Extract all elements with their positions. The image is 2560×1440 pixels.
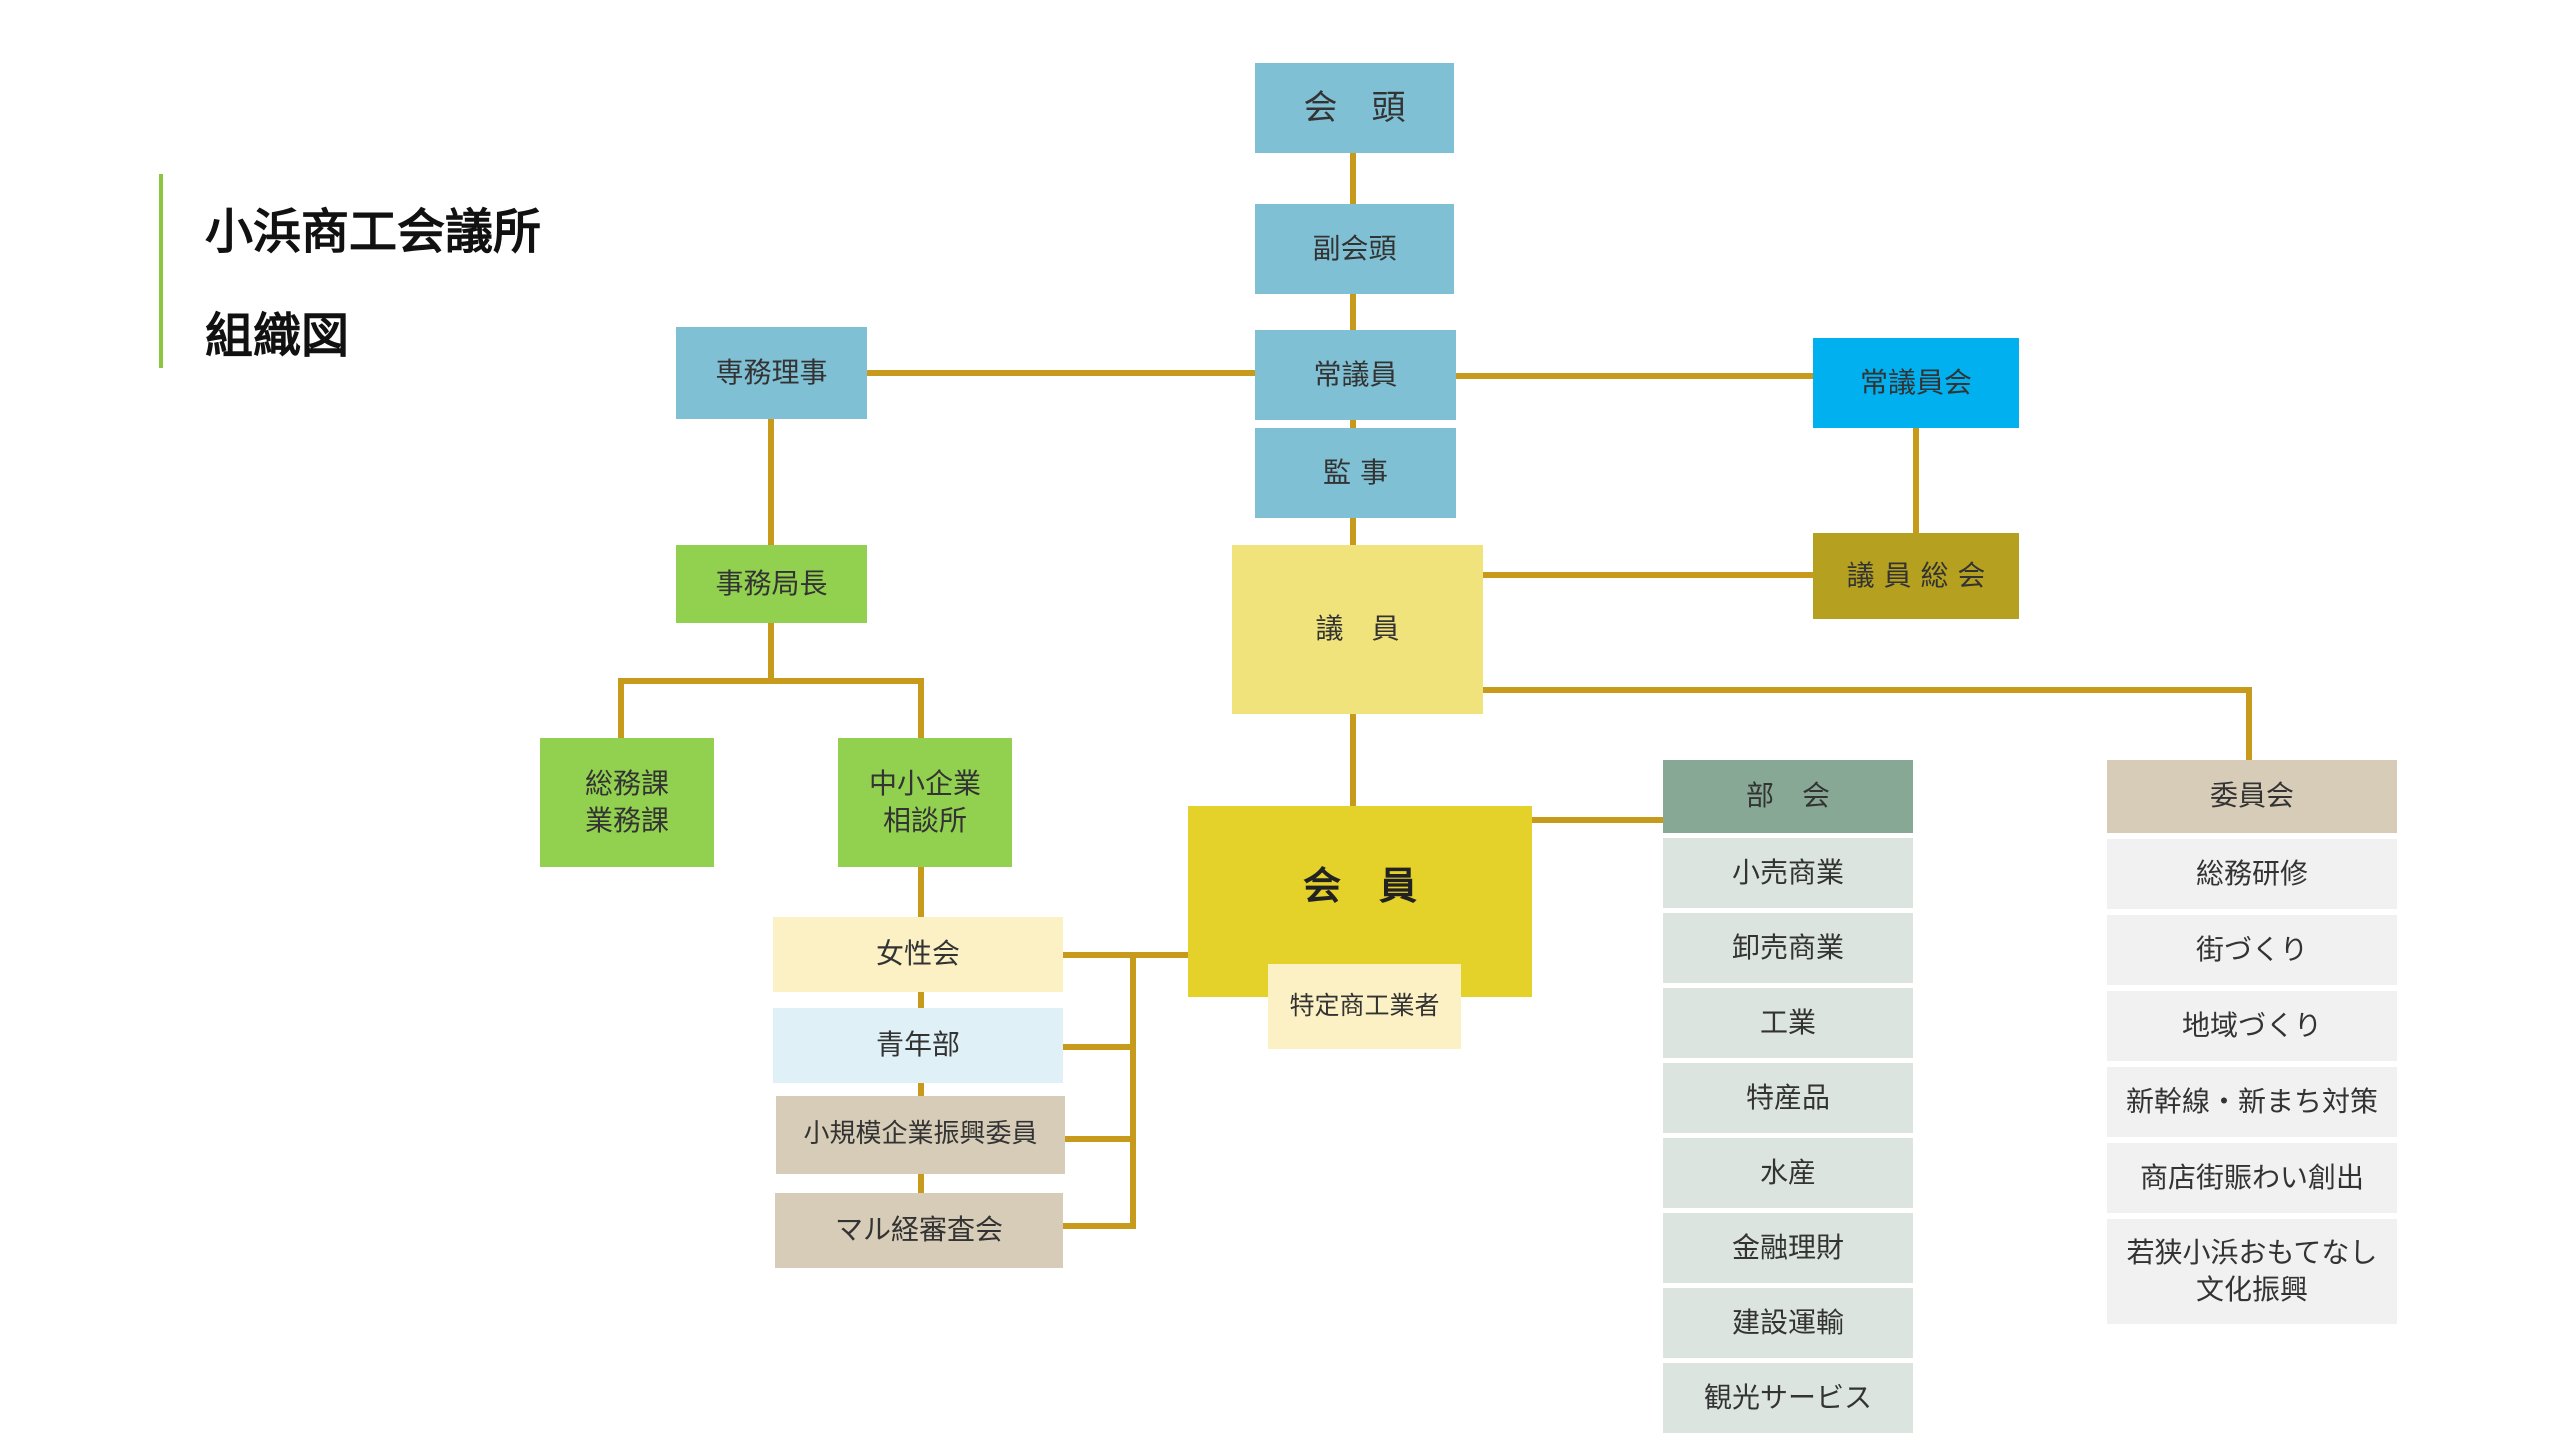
node-seinenbu[interactable]: 青年部 <box>773 1008 1063 1083</box>
node-soumu[interactable]: 総務課 業務課 <box>540 738 714 867</box>
line-branch-soumu-chusho <box>618 678 924 741</box>
node-jimu-riji[interactable]: 専務理事 <box>676 327 867 419</box>
node-tokutei[interactable]: 特定商工業者 <box>1268 964 1461 1049</box>
iinkai-item[interactable]: 地域づくり <box>2107 991 2397 1061</box>
bukai-item[interactable]: 建設運輸 <box>1663 1288 1913 1358</box>
node-jougiinkai[interactable]: 常議員会 <box>1813 338 2019 428</box>
iinkai-item[interactable]: 若狭小浜おもてなし 文化振興 <box>2107 1219 2397 1324</box>
node-maru[interactable]: マル経審査会 <box>775 1193 1063 1268</box>
node-fukukaito[interactable]: 副会頭 <box>1255 204 1454 294</box>
bukai-item[interactable]: 金融理財 <box>1663 1213 1913 1283</box>
page-title: 組織図 <box>205 308 350 364</box>
node-kanji[interactable]: 監 事 <box>1255 428 1456 518</box>
node-giin[interactable]: 議 員 <box>1232 545 1483 714</box>
iinkai-column: 委員会 総務研修街づくり地域づくり新幹線・新まち対策商店街賑わい創出若狭小浜おも… <box>2107 760 2397 1324</box>
iinkai-header[interactable]: 委員会 <box>2107 760 2397 833</box>
bukai-item[interactable]: 卸売商業 <box>1663 913 1913 983</box>
iinkai-list: 総務研修街づくり地域づくり新幹線・新まち対策商店街賑わい創出若狭小浜おもてなし … <box>2107 839 2397 1324</box>
bukai-header[interactable]: 部 会 <box>1663 760 1913 833</box>
node-giin-soukai[interactable]: 議 員 総 会 <box>1813 533 2019 619</box>
title-block: 小浜商工会議所 組織図 <box>159 174 683 368</box>
iinkai-item[interactable]: 商店街賑わい創出 <box>2107 1143 2397 1213</box>
bukai-column: 部 会 小売商業卸売商業工業特産品水産金融理財建設運輸観光サービス <box>1663 760 1913 1433</box>
bukai-item[interactable]: 工業 <box>1663 988 1913 1058</box>
iinkai-item[interactable]: 街づくり <box>2107 915 2397 985</box>
bukai-item[interactable]: 水産 <box>1663 1138 1913 1208</box>
node-shoukibo[interactable]: 小規模企業振興委員 <box>776 1096 1065 1174</box>
bukai-item[interactable]: 小売商業 <box>1663 838 1913 908</box>
node-jougiin[interactable]: 常議員 <box>1255 330 1456 420</box>
bukai-item[interactable]: 特産品 <box>1663 1063 1913 1133</box>
org-name: 小浜商工会議所 <box>205 204 542 260</box>
iinkai-item[interactable]: 総務研修 <box>2107 839 2397 909</box>
node-joseikai[interactable]: 女性会 <box>773 917 1063 992</box>
iinkai-item[interactable]: 新幹線・新まち対策 <box>2107 1067 2397 1137</box>
line-giin-iinkai <box>1480 687 2252 763</box>
node-kaito[interactable]: 会 頭 <box>1255 63 1454 153</box>
node-chusho[interactable]: 中小企業 相談所 <box>838 738 1012 867</box>
node-jimukyokuchou[interactable]: 事務局長 <box>676 545 867 623</box>
bukai-list: 小売商業卸売商業工業特産品水産金融理財建設運輸観光サービス <box>1663 838 1913 1433</box>
bukai-item[interactable]: 観光サービス <box>1663 1363 1913 1433</box>
